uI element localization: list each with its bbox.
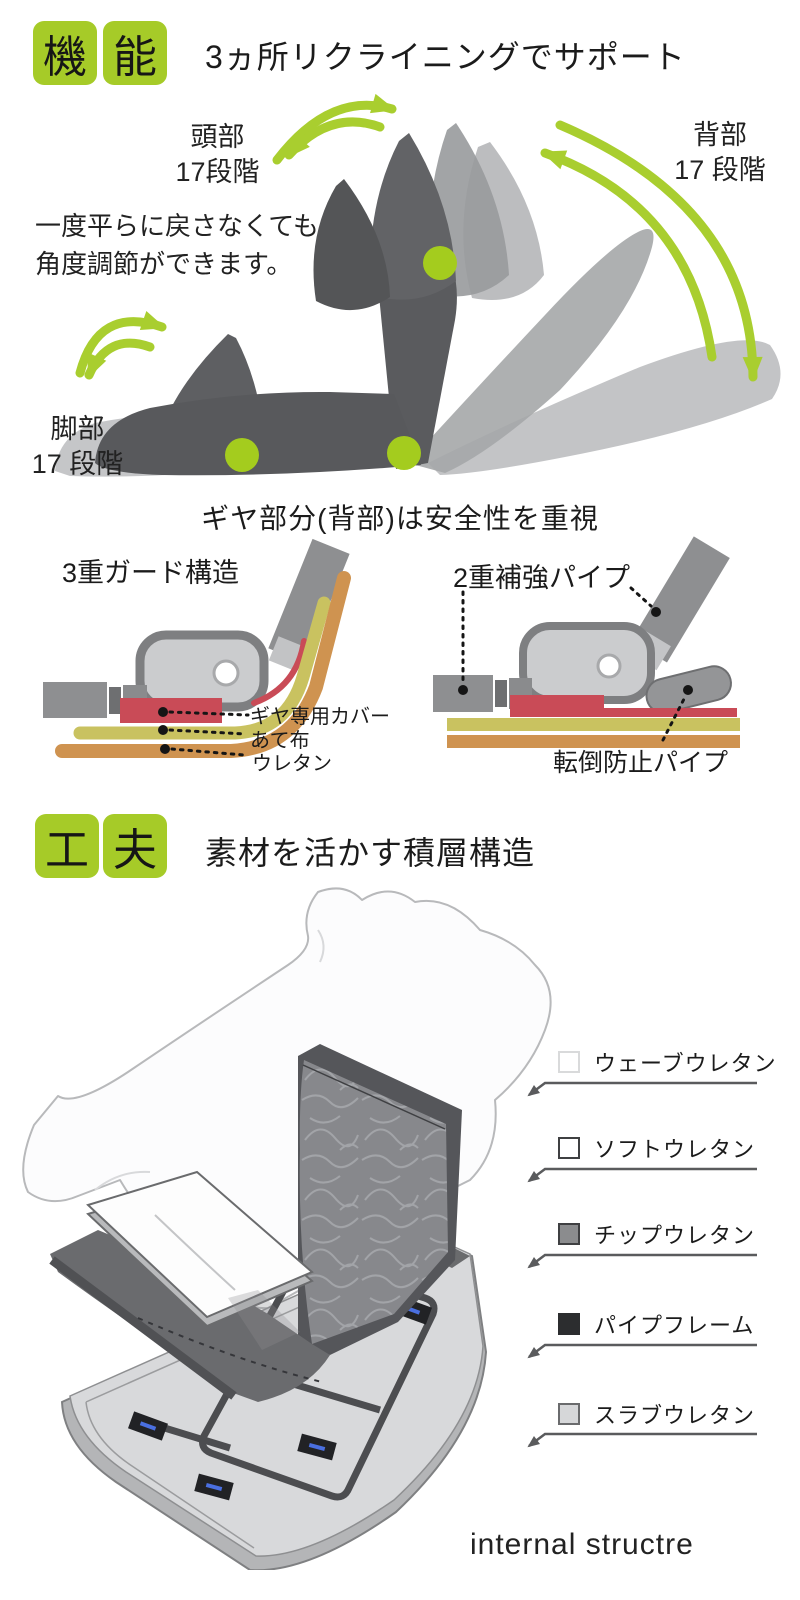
label-head: 頭部 17段階	[175, 122, 260, 188]
gear-cover	[510, 695, 604, 717]
gear-hole	[596, 653, 622, 679]
chip-shell-seat	[50, 1230, 330, 1402]
idea-badge-1: 工	[35, 814, 99, 878]
legend-label: チップウレタン	[594, 1223, 756, 1248]
safety-heading: ギヤ部分(背部)は安全性を重視	[201, 503, 599, 534]
recliner-illustration	[55, 93, 781, 477]
soft-urethane-swatch	[558, 1137, 580, 1159]
reinforcement-pipe-title: 2重補強パイプ	[453, 563, 631, 593]
triple-guard-diagram	[43, 538, 351, 758]
label-pad-cloth: あて布	[250, 730, 310, 752]
pipe-connector-1	[109, 687, 121, 714]
silhouette-creases	[94, 929, 325, 1191]
ghost-back-flat	[428, 340, 781, 475]
gear-body	[519, 622, 655, 704]
structure-title: 素材を活かす積層構造	[205, 835, 536, 871]
internal-structure-caption: internal structre	[470, 1528, 694, 1561]
pivot-dot-leg	[225, 438, 259, 472]
chip-shell-seat-edge	[49, 1256, 237, 1400]
wave-urethane-swatch	[558, 1051, 580, 1073]
reinforcement-pipe-diagram	[433, 536, 740, 748]
soft-urethane-top	[86, 1170, 314, 1319]
legend-row-soft-urethane: ソフトウレタン	[558, 1132, 755, 1164]
leader-lines	[461, 586, 687, 742]
legend-row-pipe-frame: パイプフレーム	[558, 1308, 754, 1340]
feature-badge-1: 機	[33, 21, 97, 85]
urethane-band	[55, 571, 351, 758]
slab-urethane-swatch	[558, 1403, 580, 1425]
gear-cover-curve	[251, 638, 307, 706]
feature-badge-char-2: 能	[113, 33, 157, 82]
leader-dots	[158, 707, 170, 754]
gear-cover-strip	[604, 708, 737, 717]
chip-shell-seam	[137, 1317, 323, 1383]
chip-shell-back-face	[299, 1060, 448, 1344]
label-leg: 脚部 17 段階	[31, 414, 124, 480]
legend-leader-lines	[527, 1081, 757, 1448]
pivot-dot-back	[387, 436, 421, 470]
feature-title: 3ヵ所リクライニングでサポート	[205, 39, 686, 75]
label-urethane: ウレタン	[252, 753, 332, 775]
pivot-dot-head	[423, 246, 457, 280]
gear-body	[135, 630, 269, 712]
legend-label: パイプフレーム	[594, 1313, 755, 1338]
recline-note: 一度平らに戻さなくても 角度調節ができます。	[35, 211, 319, 279]
leader-dots	[458, 607, 693, 695]
legend-label: ソフトウレタン	[594, 1137, 756, 1162]
silhouette-over-board	[154, 1214, 236, 1291]
silhouette-foot-overlay	[228, 1290, 300, 1350]
idea-badge-2: 夫	[103, 814, 167, 878]
chair-head-front	[313, 179, 390, 311]
legend-label: ウェーブウレタン	[594, 1051, 777, 1076]
back-recline-arrowheads	[541, 150, 763, 381]
leader-lines	[168, 710, 250, 757]
pipe-connector-1	[495, 680, 507, 707]
legend-row-slab-urethane: スラブウレタン	[558, 1398, 755, 1430]
feature-badge-char-1: 機	[43, 33, 87, 82]
label-back: 背部 17 段階	[674, 120, 766, 186]
label-gear-cover: ギヤ専用カバー	[250, 706, 390, 728]
idea-badge-char-1: 工	[45, 826, 89, 875]
legend-row-chip-urethane: チップウレタン	[558, 1218, 755, 1250]
legend-label: スラブウレタン	[594, 1403, 756, 1428]
leg-recline-arrowheads	[87, 311, 166, 379]
seat-pipe	[43, 682, 107, 718]
label-anti-tip-pipe: 転倒防止パイプ	[553, 749, 729, 777]
head-recline-arrowheads	[286, 93, 396, 158]
pad-cloth-strip	[447, 718, 740, 731]
chip-urethane-swatch	[558, 1223, 580, 1245]
internal-structure-illustration	[22, 887, 552, 1570]
back-recline-arrows	[540, 120, 758, 382]
gear-hole	[212, 659, 240, 687]
urethane-strip	[447, 735, 740, 748]
ghost-back-mid	[408, 229, 654, 473]
pipe-frame-swatch	[558, 1313, 580, 1335]
feature-badge-2: 能	[103, 21, 167, 85]
idea-badge-char-2: 夫	[113, 826, 157, 875]
triple-guard-title: 3重ガード構造	[62, 558, 240, 588]
chip-shell-top-edge	[302, 1064, 446, 1130]
chair-seat	[95, 391, 421, 476]
gear-cover	[120, 698, 222, 723]
legend-row-wave-urethane: ウェーブウレタン	[558, 1046, 777, 1078]
